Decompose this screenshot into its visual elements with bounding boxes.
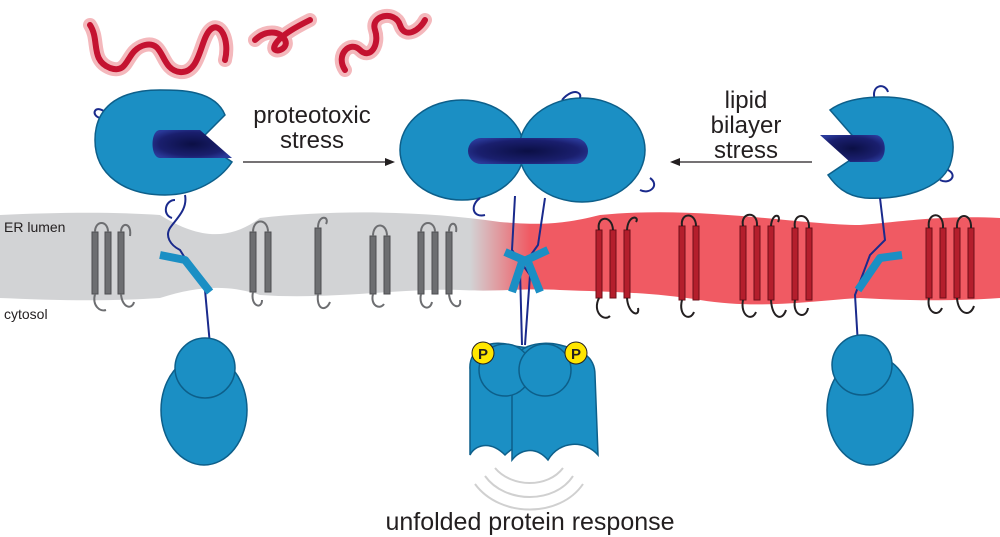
binding-groove-dimer [468, 138, 588, 164]
gray-helix [383, 235, 391, 295]
lipid-label-line3: stress [714, 137, 778, 164]
er-lumen-label: ER lumen [4, 219, 65, 235]
proteotoxic-label-line2: stress [280, 127, 344, 154]
er-membrane [0, 212, 1000, 305]
gray-helix [431, 231, 439, 295]
red-helix [805, 227, 813, 301]
tether-right [853, 197, 887, 346]
red-helix [939, 227, 947, 299]
red-loops [595, 213, 975, 319]
sensor-monomer-left [93, 89, 248, 466]
gray-loops [93, 216, 462, 312]
gray-helix [369, 235, 377, 295]
tm-helix-dimer-b [508, 246, 550, 294]
red-helix [595, 229, 603, 299]
gray-helix [249, 231, 257, 293]
unfolded-protein [248, 13, 317, 58]
phospho-label-left: P [478, 346, 488, 363]
red-helix [692, 225, 700, 301]
kinase-lobe-right [831, 334, 893, 396]
proteotoxic-label-line1: proteotoxic [253, 102, 370, 129]
red-helix [739, 225, 747, 301]
signal-waves-icon [474, 467, 584, 511]
cytosol-label: cytosol [4, 306, 48, 322]
binding-groove-right [820, 135, 885, 162]
red-helix [925, 227, 933, 299]
phospho-label-right: P [571, 346, 581, 363]
luminal-domain-right [826, 96, 954, 199]
upr-label: unfolded protein response [385, 508, 674, 536]
gray-helix [417, 231, 425, 295]
gray-helix [91, 231, 99, 295]
red-helix [623, 229, 631, 299]
tm-helix-left [159, 251, 214, 295]
tm-helix-right [854, 251, 903, 293]
unfolded-protein [83, 18, 234, 79]
red-helix [767, 225, 775, 301]
red-helix [967, 227, 975, 299]
red-helix [609, 229, 617, 299]
red-helix [753, 225, 761, 301]
unfolded-protein [334, 9, 432, 77]
lipid-label-line2: bilayer [711, 112, 782, 139]
red-helix [791, 227, 799, 301]
gray-helix [104, 231, 112, 295]
tether-left [167, 194, 211, 346]
red-helix [953, 227, 961, 299]
lipid-label-line1: lipid [725, 87, 768, 114]
arrow-right-icon [243, 158, 395, 166]
sensor-dimer-center: P P [399, 91, 656, 511]
unfolded-proteins [83, 9, 432, 79]
gray-helix [445, 231, 453, 295]
arrow-left-icon [670, 158, 812, 166]
binding-groove-left [152, 130, 232, 158]
phospho-badge-right: P [564, 341, 588, 365]
sensor-monomer-right [820, 85, 954, 466]
kinase-lobe-dimer-b [518, 343, 572, 397]
kinase-lobe-left [174, 337, 236, 399]
gray-helix [264, 231, 272, 293]
red-helix [678, 225, 686, 301]
gray-helix [314, 227, 322, 295]
gray-helix [117, 231, 125, 295]
phospho-badge-left: P [471, 341, 495, 365]
